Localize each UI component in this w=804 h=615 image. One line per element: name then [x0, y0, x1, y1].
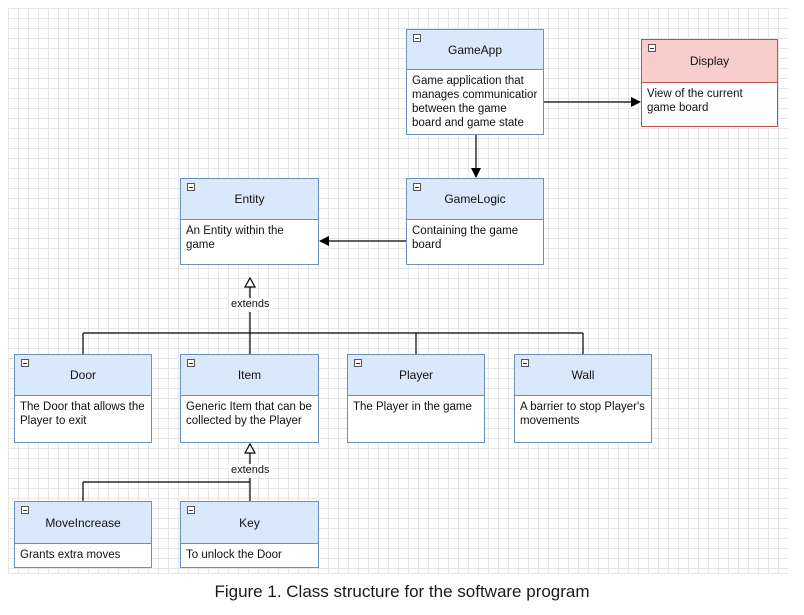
- class-description: Containing the game board: [412, 225, 519, 251]
- collapse-icon[interactable]: [21, 359, 29, 367]
- item-extends-label: extends: [229, 464, 272, 476]
- class-description: A barrier to stop Player's movements: [520, 401, 645, 427]
- class-moveincrease[interactable]: MoveIncrease Grants extra moves: [14, 501, 152, 568]
- class-description: View of the current game board: [647, 88, 743, 114]
- class-description: Generic Item that can be collected by th…: [186, 401, 312, 427]
- collapse-icon[interactable]: [187, 359, 195, 367]
- class-name: Key: [239, 516, 260, 530]
- class-name: Door: [69, 368, 96, 382]
- class-name: GameLogic: [444, 192, 506, 206]
- entity-extends-label: extends: [229, 298, 272, 310]
- class-name: MoveIncrease: [45, 516, 121, 530]
- class-name: Entity: [234, 192, 265, 206]
- collapse-icon[interactable]: [187, 506, 195, 514]
- class-name: Wall: [571, 368, 595, 382]
- collapse-icon[interactable]: [413, 34, 421, 42]
- class-name: Player: [398, 368, 433, 382]
- class-gamelogic[interactable]: GameLogic Containing the game board: [406, 178, 544, 265]
- collapse-icon[interactable]: [187, 183, 195, 191]
- class-entity[interactable]: Entity An Entity within the game: [180, 178, 319, 265]
- class-gameapp[interactable]: GameApp Game application that manages co…: [406, 29, 544, 135]
- class-description: Grants extra moves: [20, 549, 121, 561]
- collapse-icon[interactable]: [413, 183, 421, 191]
- class-description: Game application that manages communicat…: [412, 75, 538, 129]
- class-key[interactable]: Key To unlock the Door: [180, 501, 319, 568]
- collapse-icon[interactable]: [21, 506, 29, 514]
- class-name: Display: [689, 54, 730, 68]
- class-name: GameApp: [447, 43, 503, 57]
- class-door[interactable]: Door The Door that allows the Player to …: [14, 354, 152, 443]
- class-wall[interactable]: Wall A barrier to stop Player's movement…: [514, 354, 652, 443]
- figure-caption: Figure 1. Class structure for the softwa…: [214, 582, 590, 601]
- class-player[interactable]: Player The Player in the game: [347, 354, 485, 443]
- class-name: Item: [237, 368, 262, 382]
- class-description: To unlock the Door: [186, 549, 282, 561]
- class-description: An Entity within the game: [186, 225, 284, 251]
- class-description: The Door that allows the Player to exit: [20, 401, 145, 427]
- collapse-icon[interactable]: [521, 359, 529, 367]
- collapse-icon[interactable]: [354, 359, 362, 367]
- class-description: The Player in the game: [353, 401, 472, 413]
- collapse-icon[interactable]: [648, 44, 656, 52]
- class-item[interactable]: Item Generic Item that can be collected …: [180, 354, 319, 443]
- class-display[interactable]: Display View of the current game board: [641, 39, 778, 127]
